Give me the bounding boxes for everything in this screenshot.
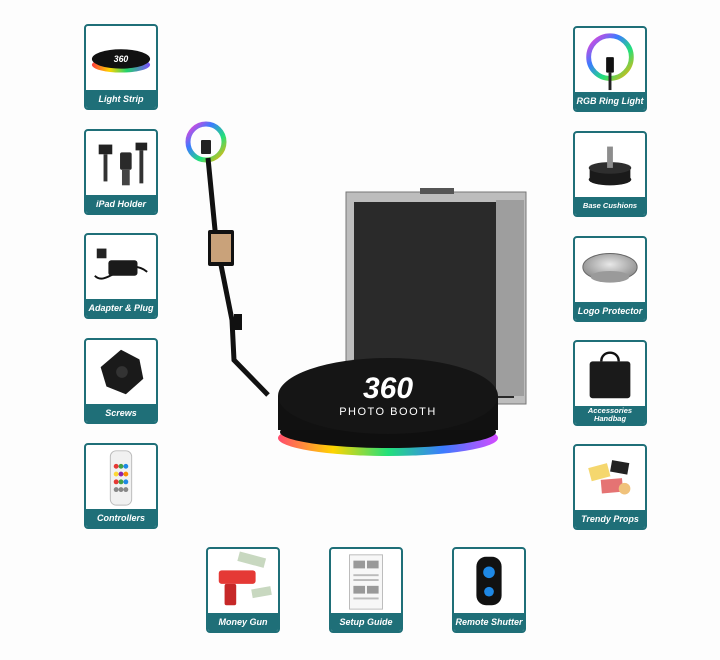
label-base-cushions: Base Cushions [575, 197, 645, 215]
card-light-strip: 360 Light Strip [84, 24, 158, 110]
label-light-strip: Light Strip [86, 90, 156, 108]
ring-light-icon [575, 28, 645, 92]
setup-guide-icon [331, 549, 401, 613]
ring-light-arm [185, 121, 270, 397]
label-money-gun: Money Gun [208, 613, 278, 631]
label-setup-guide: Setup Guide [331, 613, 401, 631]
platform: 360 PHOTO BOOTH [278, 358, 498, 456]
label-ipad-holder: iPad Holder [86, 195, 156, 213]
label-trendy-props: Trendy Props [575, 510, 645, 528]
card-accessories-handbag: Accessories Handbag [573, 340, 647, 426]
card-setup-guide: Setup Guide [329, 547, 403, 633]
light-strip-icon: 360 [86, 26, 156, 90]
svg-text:360: 360 [114, 54, 129, 64]
card-adapter-plug: Adapter & Plug [84, 233, 158, 319]
card-ipad-holder: iPad Holder [84, 129, 158, 215]
label-accessories-handbag: Accessories Handbag [575, 406, 645, 424]
handbag-icon [575, 342, 645, 406]
card-trendy-props: Trendy Props [573, 444, 647, 530]
card-screws: Screws [84, 338, 158, 424]
platform-text: PHOTO BOOTH [339, 406, 437, 418]
remote-controller-icon [86, 445, 156, 509]
props-icon [575, 446, 645, 510]
card-remote-shutter: Remote Shutter [452, 547, 526, 633]
label-rgb-ring-light: RGB Ring Light [575, 92, 645, 110]
money-gun-icon [208, 549, 278, 613]
label-controllers: Controllers [86, 509, 156, 527]
screws-icon [86, 340, 156, 404]
card-rgb-ring-light: RGB Ring Light [573, 26, 647, 112]
remote-shutter-icon [454, 549, 524, 613]
adapter-plug-icon [86, 235, 156, 299]
card-logo-protector: Logo Protector [573, 236, 647, 322]
card-base-cushions: Base Cushions [573, 131, 647, 217]
label-adapter-plug: Adapter & Plug [86, 299, 156, 317]
label-remote-shutter: Remote Shutter [454, 613, 524, 631]
label-logo-protector: Logo Protector [575, 302, 645, 320]
card-controllers: Controllers [84, 443, 158, 529]
label-screws: Screws [86, 404, 156, 422]
photo-booth-product-image: 360 PHOTO BOOTH [170, 110, 550, 490]
base-cushion-icon [575, 133, 645, 197]
ipad-holder-icon [86, 131, 156, 195]
platform-logo: 360 [363, 372, 413, 405]
logo-protector-icon [575, 238, 645, 302]
card-money-gun: Money Gun [206, 547, 280, 633]
